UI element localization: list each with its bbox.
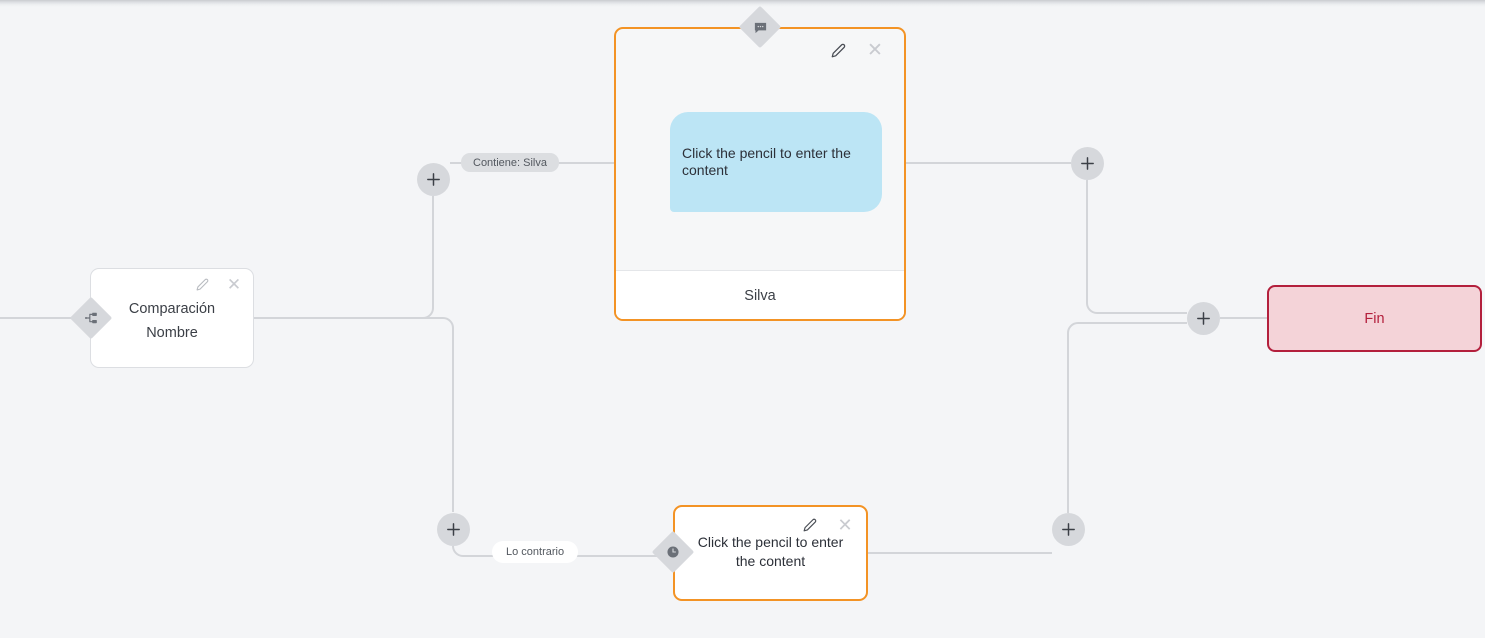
clock-icon-handle[interactable] — [651, 530, 695, 574]
branch-icon-handle[interactable] — [69, 296, 113, 340]
comparacion-node[interactable]: ✕ Comparación Nombre — [90, 268, 254, 368]
wait-node[interactable]: ✕ Click the pencil to enter the content — [673, 505, 868, 601]
add-node-button-bottom-right[interactable] — [1052, 513, 1085, 546]
message-bubble-text: Click the pencil to enter the content — [682, 145, 851, 178]
message-node-canvas: ✕ Click the pencil to enter the content — [616, 29, 904, 270]
add-node-button-bottom-left[interactable] — [437, 513, 470, 546]
pencil-icon[interactable] — [801, 516, 819, 534]
edge-topright-merge — [1086, 180, 1187, 314]
edge-label-contiene[interactable]: Contiene: Silva — [461, 153, 559, 172]
wait-node-text: Click the pencil to enter the content — [697, 534, 844, 569]
message-node[interactable]: ✕ Click the pencil to enter the content … — [614, 27, 906, 321]
edge-label-lo-contrario[interactable]: Lo contrario — [492, 541, 579, 563]
plus-icon — [1062, 523, 1075, 536]
edge-branch-false — [254, 317, 454, 512]
message-node-footer-label: Silva — [744, 287, 776, 304]
plus-icon — [447, 523, 460, 536]
clock-icon — [664, 543, 682, 561]
comparacion-node-subtitle: Nombre — [146, 325, 198, 341]
edge-branch-true — [254, 196, 434, 319]
message-node-footer: Silva — [616, 270, 904, 319]
add-node-button-top-left[interactable] — [417, 163, 450, 196]
comparacion-node-actions: ✕ — [193, 275, 243, 293]
comparacion-node-body: Comparación Nombre — [91, 269, 253, 345]
edge-bottomright-merge — [1067, 322, 1187, 513]
message-node-actions: ✕ — [829, 39, 884, 61]
message-bubble[interactable]: Click the pencil to enter the content — [670, 112, 882, 212]
pencil-icon[interactable] — [829, 41, 847, 59]
plus-icon — [427, 173, 440, 186]
end-node-label: Fin — [1364, 310, 1385, 327]
comparacion-node-title: Comparación — [128, 301, 216, 317]
edge-bottomlabel-to-wait — [452, 545, 673, 557]
close-icon[interactable]: ✕ — [837, 515, 853, 535]
add-node-button-end[interactable] — [1187, 302, 1220, 335]
pencil-icon[interactable] — [193, 275, 211, 293]
chat-bubble-icon-handle[interactable] — [738, 5, 782, 49]
plus-icon — [1081, 157, 1094, 170]
end-node[interactable]: Fin — [1267, 285, 1482, 352]
add-node-button-top-right[interactable] — [1071, 147, 1104, 180]
close-icon[interactable]: ✕ — [226, 274, 242, 294]
branch-icon — [82, 309, 100, 327]
wait-node-actions: ✕ — [801, 516, 854, 534]
chat-bubble-icon — [751, 18, 769, 36]
plus-icon — [1197, 312, 1210, 325]
close-icon[interactable]: ✕ — [867, 39, 883, 61]
